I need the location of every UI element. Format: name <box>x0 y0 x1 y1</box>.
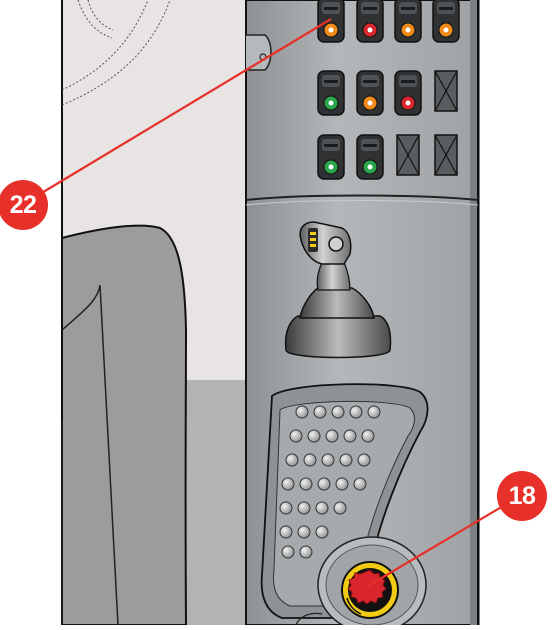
blank-switch-plate <box>435 135 457 175</box>
switch-fan[interactable] <box>318 135 344 179</box>
dimple <box>316 502 328 514</box>
dimple <box>280 502 292 514</box>
dimple <box>282 546 294 558</box>
dimple <box>332 406 344 418</box>
switch-side-light[interactable] <box>318 71 344 115</box>
dimple <box>326 430 338 442</box>
dimple <box>336 478 348 490</box>
dimple <box>316 526 328 538</box>
dimple <box>296 406 308 418</box>
dimple <box>286 454 298 466</box>
seat <box>62 226 186 625</box>
dimple <box>334 502 346 514</box>
switch-horn[interactable] <box>357 71 383 115</box>
dimple <box>354 478 366 490</box>
dimple <box>298 502 310 514</box>
switch-hazard[interactable] <box>357 0 383 42</box>
switch-reverse-fan[interactable] <box>357 135 383 179</box>
dimple <box>358 454 370 466</box>
dimple <box>340 454 352 466</box>
dimple <box>308 430 320 442</box>
dimple <box>298 526 310 538</box>
switch-rear-light[interactable] <box>433 0 459 42</box>
dimple <box>322 454 334 466</box>
dimple <box>282 478 294 490</box>
blank-switch-plate <box>397 135 419 175</box>
emergency-stop-button[interactable] <box>318 537 426 625</box>
dimple <box>368 406 380 418</box>
dimple <box>350 406 362 418</box>
dimple <box>290 430 302 442</box>
dimple <box>362 430 374 442</box>
dimple <box>344 430 356 442</box>
blank-switch-plate <box>435 71 457 111</box>
switch-emergency-stop-indicator[interactable] <box>395 71 421 115</box>
callout-18: 18 <box>497 471 547 521</box>
dimple <box>280 526 292 538</box>
dimple <box>300 546 312 558</box>
dimple <box>304 454 316 466</box>
dimple <box>318 478 330 490</box>
dimple <box>314 406 326 418</box>
dimple <box>300 478 312 490</box>
callout-22: 22 <box>0 180 48 230</box>
switch-work-light[interactable] <box>318 0 344 42</box>
switch-beacon[interactable] <box>395 0 421 42</box>
